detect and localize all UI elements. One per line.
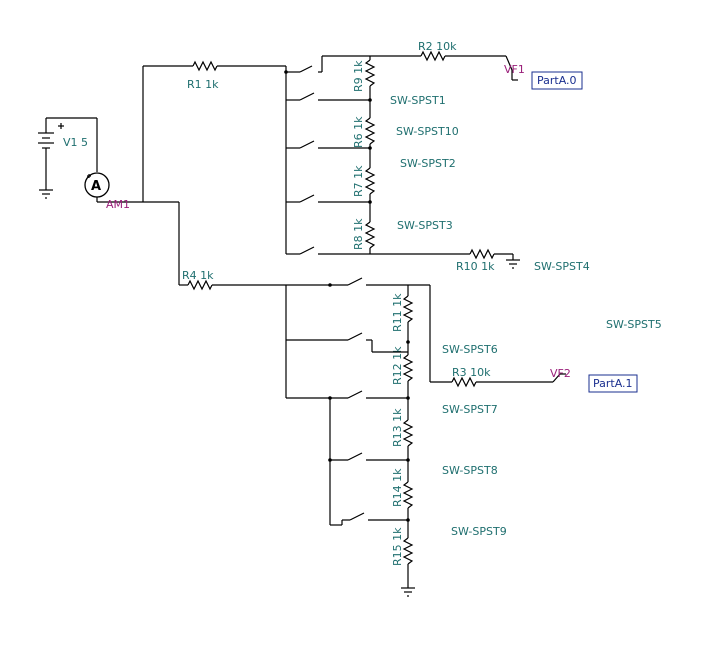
resistor-r13 — [402, 419, 414, 447]
switch-sw10 — [286, 140, 370, 149]
v1-label: V1 5 — [63, 136, 88, 149]
sw4-label: SW-SPST4 — [534, 260, 590, 273]
resistor-r14 — [402, 481, 414, 509]
r14-label: R14 1k — [391, 468, 404, 507]
resistor-r4 — [187, 279, 213, 291]
sw5-label: SW-SPST5 — [606, 318, 662, 331]
switch-sw1 — [286, 92, 370, 101]
resistor-r3 — [451, 376, 477, 388]
sw6-label: SW-SPST6 — [442, 343, 498, 356]
port-parta0: PartA.0 — [531, 71, 583, 90]
r12-label: R12 1k — [391, 346, 404, 385]
resistor-r8 — [364, 221, 376, 249]
sw10-label: SW-SPST10 — [396, 125, 459, 138]
resistor-r1 — [192, 60, 218, 72]
switch-sw6 — [286, 332, 408, 353]
port-parta1: PartA.1 — [588, 374, 638, 393]
switch-sw3 — [286, 246, 370, 255]
r15-label: R15 1k — [391, 527, 404, 566]
am1-label: AM1 — [106, 198, 130, 211]
r6-label: R6 1k — [352, 116, 365, 148]
resistor-r7 — [364, 167, 376, 195]
r4-label: R4 1k — [182, 269, 214, 282]
resistor-r12 — [402, 354, 414, 382]
ground-symbol-r15 — [401, 587, 415, 597]
r10-label: R10 1k — [456, 260, 495, 273]
sw7-label: SW-SPST7 — [442, 403, 498, 416]
r11-label: R11 1k — [391, 293, 404, 332]
r1-label: R1 1k — [187, 78, 219, 91]
port-parta0-label: PartA.0 — [537, 74, 577, 87]
ammeter-symbol: A — [91, 179, 101, 194]
r3-label: R3 10k — [452, 366, 491, 379]
r9-label: R9 1k — [352, 60, 365, 92]
ammeter-am1: A — [84, 118, 179, 203]
sw9-label: SW-SPST9 — [451, 525, 507, 538]
vf1-probe-label: VF1 — [504, 63, 525, 76]
r2-label: R2 10k — [418, 40, 457, 53]
switch-sw9 — [330, 512, 408, 526]
r13-label: R13 1k — [391, 408, 404, 447]
vf2-probe-label: VF2 — [550, 367, 571, 380]
switch-sw8 — [330, 452, 408, 461]
sw3-label: SW-SPST3 — [397, 219, 453, 232]
ground-symbol-r10 — [506, 259, 520, 269]
resistor-r11 — [402, 295, 414, 323]
voltage-source-v1 — [38, 117, 97, 190]
resistor-r6 — [364, 117, 376, 145]
resistor-r10 — [469, 248, 495, 260]
sw8-label: SW-SPST8 — [442, 464, 498, 477]
port-parta1-label: PartA.1 — [593, 377, 633, 390]
sw2-label: SW-SPST2 — [400, 157, 456, 170]
r7-label: R7 1k — [352, 165, 365, 197]
sw1-label: SW-SPST1 — [390, 94, 446, 107]
switch-sw7 — [286, 390, 408, 399]
switch-sw2 — [286, 194, 370, 203]
resistor-r2 — [420, 50, 446, 62]
resistor-r9 — [364, 59, 376, 87]
ground-symbol-v1 — [39, 189, 53, 199]
r8-label: R8 1k — [352, 218, 365, 250]
resistor-r15 — [402, 537, 414, 565]
